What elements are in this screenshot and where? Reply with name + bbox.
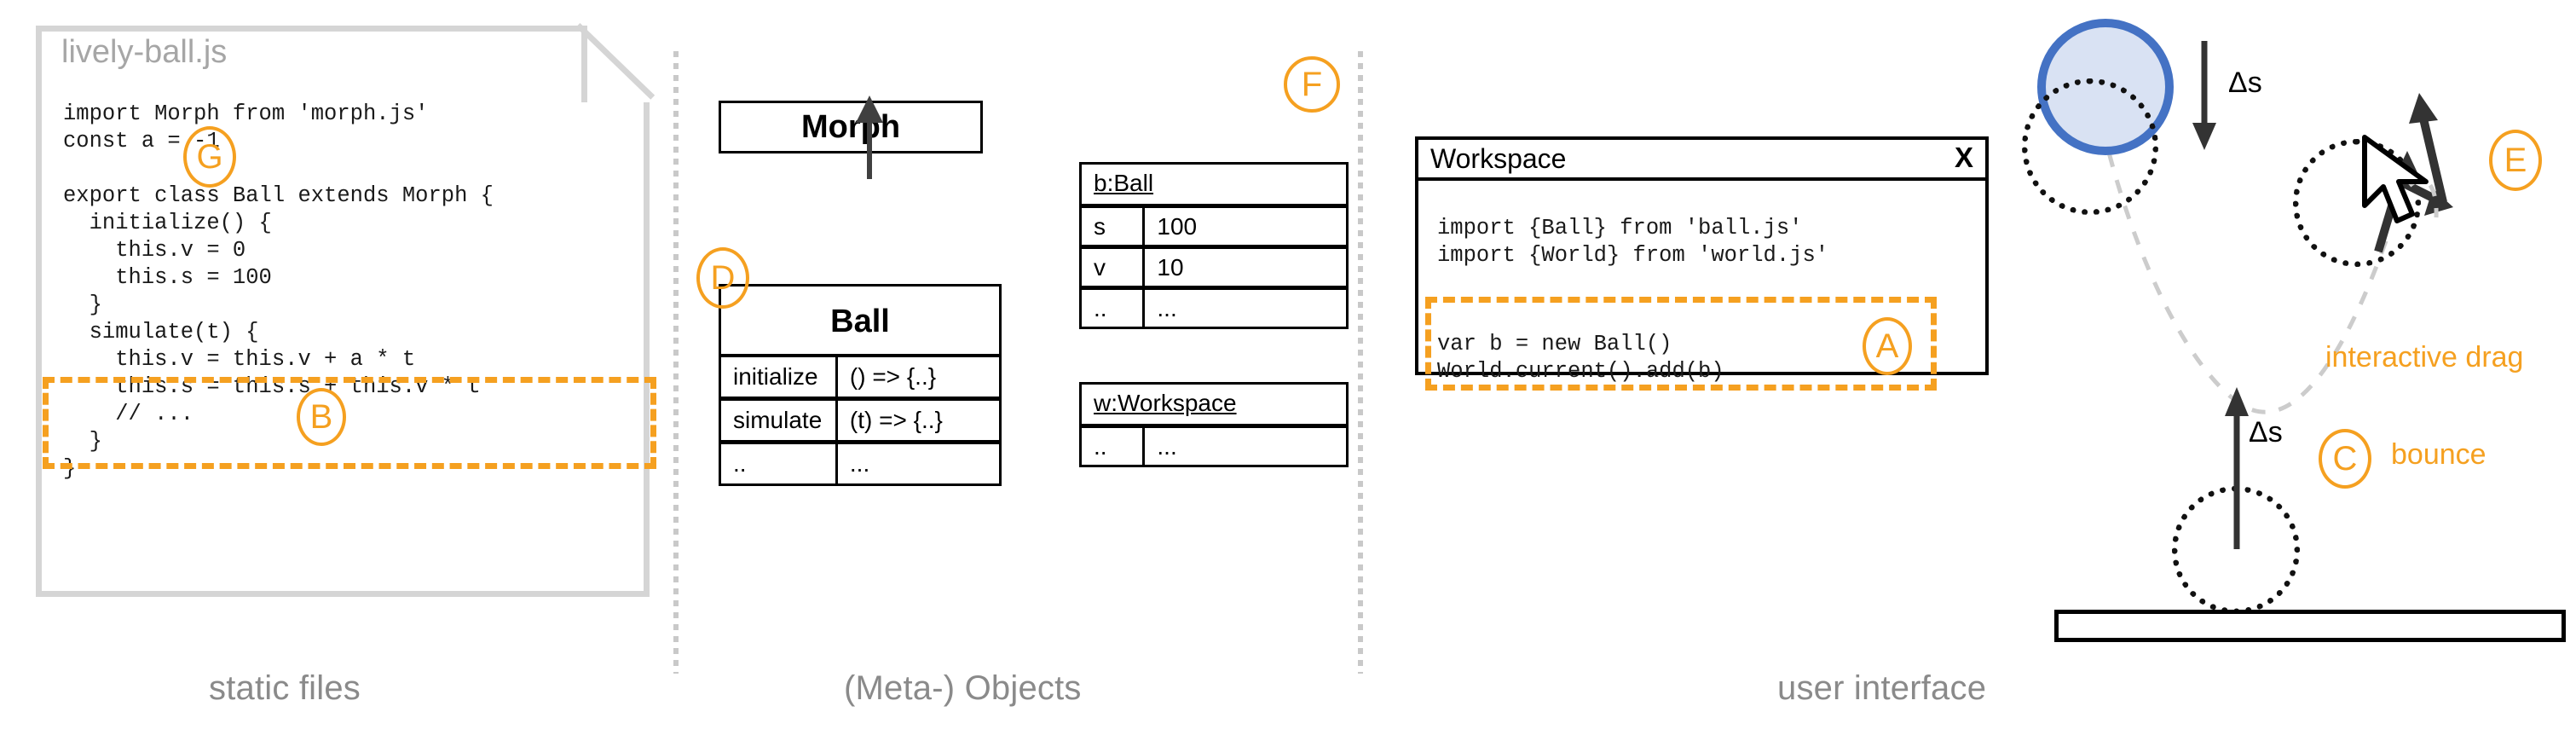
annotation-marker-a[interactable]: A — [1863, 317, 1912, 375]
object-key-ball-s: s — [1082, 208, 1146, 245]
uml-class-ball-name: Ball — [830, 304, 890, 339]
bounce-label: bounce — [2391, 438, 2486, 471]
column-divider-right — [1358, 51, 1363, 674]
uml-member-name-initialize: initialize — [721, 357, 838, 397]
ground-platform — [2054, 610, 2566, 642]
annotation-marker-f[interactable]: F — [1284, 56, 1340, 113]
annotation-marker-c[interactable]: C — [2319, 429, 2371, 489]
workspace-titlebar[interactable]: Workspace X — [1418, 140, 1985, 181]
object-key-workspace-more: .. — [1082, 428, 1146, 465]
column-caption-static-files: static files — [209, 669, 361, 707]
highlight-box-simulate — [43, 377, 656, 469]
file-name-label: lively-ball.js — [61, 34, 228, 70]
column-caption-meta-objects: (Meta-) Objects — [844, 669, 1082, 707]
uml-class-morph[interactable]: Morph — [719, 101, 983, 153]
annotation-marker-d[interactable]: D — [696, 247, 749, 309]
uml-member-signature-initialize: () => {..} — [849, 363, 937, 390]
uml-member-signature-simulate: (t) => {..} — [849, 407, 943, 433]
ball-ghost-top — [2022, 78, 2158, 215]
delta-s-up-arrow-icon — [2225, 387, 2249, 549]
file-source-code: import Morph from 'morph.js' const a = -… — [63, 101, 494, 481]
uml-row-simulate[interactable]: simulate (t) => {..} — [719, 398, 1002, 443]
uml-member-name-more: .. — [721, 444, 838, 483]
object-row-ball-s[interactable]: s 100 — [1079, 206, 1349, 247]
object-key-ball-more: .. — [1082, 290, 1146, 327]
object-value-ball-s: 100 — [1157, 212, 1198, 240]
workspace-executed-code[interactable]: var b = new Ball() World.current().add(b… — [1437, 331, 1724, 384]
workspace-window[interactable]: Workspace X import {Ball} from 'ball.js'… — [1415, 136, 1989, 384]
object-row-ball-v[interactable]: v 10 — [1079, 246, 1349, 288]
source-file-card: lively-ball.js import Morph from 'morph.… — [36, 22, 656, 597]
object-value-workspace-more: ... — [1157, 432, 1177, 460]
workspace-import-code[interactable]: import {Ball} from 'ball.js' import {Wor… — [1437, 215, 1829, 268]
close-icon[interactable]: X — [1954, 142, 1973, 173]
object-value-ball-v: 10 — [1157, 253, 1184, 281]
uml-class-morph-name: Morph — [800, 108, 901, 145]
highlight-box-workspace-code — [1425, 297, 1937, 391]
annotation-marker-b[interactable]: B — [297, 388, 346, 446]
workspace-window-title: Workspace — [1430, 143, 1567, 174]
object-key-ball-v: v — [1082, 249, 1146, 286]
interactive-drag-label: interactive drag — [2325, 341, 2524, 373]
object-title-ball: b:Ball — [1094, 170, 1154, 196]
column-divider-left — [673, 51, 679, 674]
uml-member-name-simulate: simulate — [721, 401, 838, 440]
file-card-body — [36, 26, 650, 597]
annotation-marker-e[interactable]: E — [2489, 130, 2542, 191]
object-row-workspace-more[interactable]: .. ... — [1079, 425, 1349, 467]
object-title-workspace: w:Workspace — [1094, 390, 1237, 416]
mouse-cursor-icon — [2362, 135, 2429, 223]
uml-row-initialize[interactable]: initialize () => {..} — [719, 355, 1002, 399]
uml-row-more[interactable]: .. ... — [719, 442, 1002, 486]
delta-s-down-arrow-icon — [2192, 41, 2216, 150]
ball-ghost-drag — [2293, 139, 2421, 267]
ball-animation-scene: Δs Δs C bounce E interactive drag — [1986, 0, 2576, 648]
delta-s-label-top: Δs — [2228, 67, 2262, 99]
object-box-workspace-header[interactable]: w:Workspace — [1079, 382, 1349, 426]
object-row-ball-more[interactable]: .. ... — [1079, 287, 1349, 329]
delta-s-label-bottom: Δs — [2249, 416, 2283, 449]
object-value-ball-more: ... — [1157, 294, 1177, 321]
uml-member-signature-more: ... — [849, 450, 870, 477]
annotation-marker-g[interactable]: G — [183, 126, 236, 188]
uml-class-ball-header[interactable]: Ball — [719, 284, 1002, 356]
object-box-ball-header[interactable]: b:Ball — [1079, 162, 1349, 206]
inheritance-arrow-icon — [856, 96, 883, 179]
column-caption-user-interface: user interface — [1777, 669, 1987, 707]
